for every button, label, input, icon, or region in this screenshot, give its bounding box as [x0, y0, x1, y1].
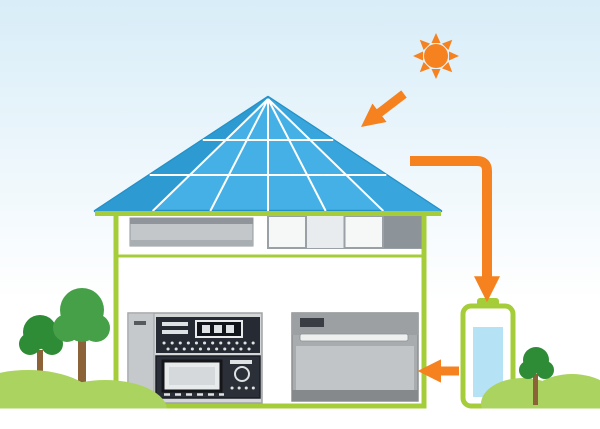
range-hood — [129, 217, 254, 247]
panel-grid-line — [267, 98, 384, 212]
solar-panel-grid — [149, 98, 387, 212]
dishwasher-bottom-strip — [292, 390, 418, 401]
dishwasher-unit — [291, 312, 419, 402]
range-hood-top-strip — [130, 218, 253, 224]
microwave-label-strip — [230, 360, 252, 364]
dishwasher-control — [300, 318, 324, 327]
tree-trunk — [78, 336, 86, 405]
kitchen-range-unit — [127, 312, 263, 404]
cabinet-door-handle — [134, 321, 146, 325]
sun-ray — [442, 39, 453, 50]
energy-flow-arrows — [361, 90, 500, 383]
range-display-segment-2 — [214, 325, 222, 333]
dishwasher-front-panel — [296, 346, 414, 390]
range-vent-slot-1 — [162, 322, 188, 326]
tree-trunk — [533, 374, 538, 405]
sun-ray — [413, 51, 423, 61]
window-pane-4 — [383, 216, 421, 248]
tree-foliage — [23, 315, 57, 349]
sun-ray — [431, 69, 441, 79]
sun-ray — [419, 39, 430, 50]
sun-disc — [424, 44, 448, 68]
sun-ray — [442, 62, 453, 73]
solar-panel-roof — [93, 95, 443, 216]
ground-strip — [0, 408, 600, 429]
sun-ray — [419, 62, 430, 73]
sun-rays — [413, 33, 459, 79]
range-hood-bottom-strip — [130, 240, 253, 246]
sun-ray — [431, 33, 441, 43]
roof-shade-right — [268, 97, 441, 211]
microwave-window-inner — [169, 367, 215, 385]
range-display-segment-3 — [226, 325, 234, 333]
range-vent-slot-2 — [162, 330, 188, 334]
upper-floor-windows — [267, 215, 422, 249]
sunlight-arrow — [361, 90, 407, 127]
microwave-dial — [234, 366, 250, 382]
roof-shade-left — [95, 97, 268, 211]
tree-foliage — [60, 288, 104, 332]
left-trees — [19, 288, 110, 405]
tree-foliage — [523, 347, 549, 373]
roof-to-battery-arrow — [410, 156, 500, 303]
panel-grid-line — [267, 98, 327, 212]
panel-grid-line — [209, 98, 269, 212]
light-tree — [53, 288, 110, 405]
window-pane-2 — [306, 216, 345, 248]
sun — [413, 33, 459, 79]
small-right-tree — [519, 347, 554, 405]
sun-ray — [449, 51, 459, 61]
microwave-oven — [155, 355, 261, 399]
house — [113, 210, 427, 409]
range-display-segment-1 — [202, 325, 210, 333]
panel-grid-line — [152, 98, 269, 212]
dishwasher-handle-bar — [299, 333, 409, 342]
